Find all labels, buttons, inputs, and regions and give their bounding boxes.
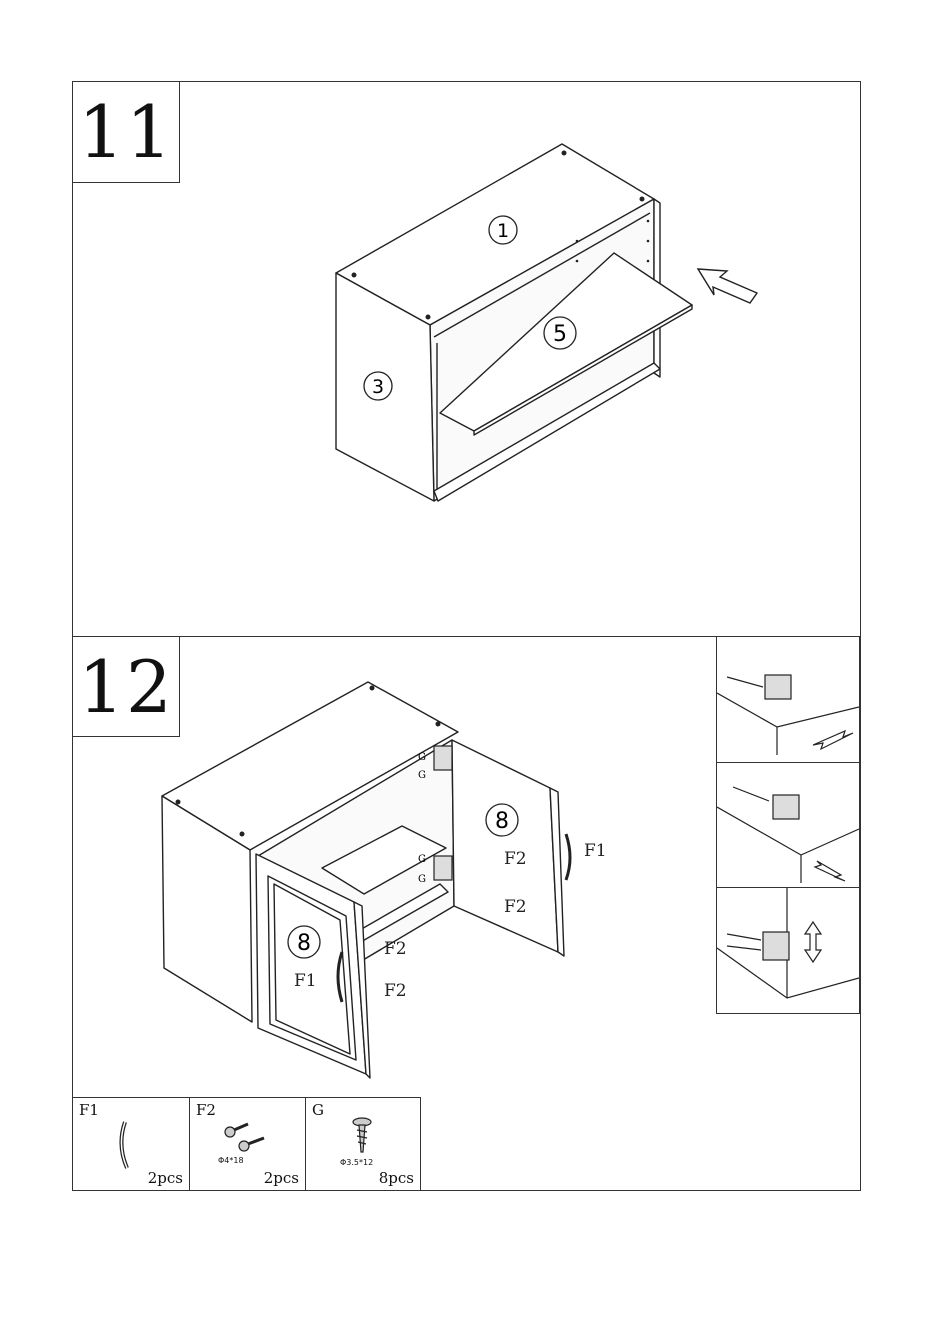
svg-text:5: 5	[553, 322, 567, 347]
svg-text:8: 8	[297, 931, 311, 956]
part-label-8-right: 8	[486, 804, 518, 836]
part-spec: Φ4*18	[218, 1156, 244, 1165]
adjust-arrow-icon	[813, 731, 853, 749]
label-g: G	[418, 752, 426, 763]
label-f2-right-bottom: F2	[504, 897, 527, 917]
part-label-8-left: 8	[288, 926, 320, 958]
hinge-detail-side	[716, 762, 860, 888]
part-qty: 2pcs	[264, 1169, 299, 1187]
handle-icon	[113, 1118, 143, 1172]
screw-icon	[222, 1118, 272, 1154]
hinge-detail-depth	[716, 636, 860, 763]
hinge-screw-icon	[350, 1116, 374, 1156]
hinge-icon	[434, 746, 452, 770]
part-cell-f2: F2 Φ4*18 2pcs	[189, 1097, 306, 1191]
label-g: G	[418, 770, 426, 781]
label-f1-left: F1	[294, 971, 317, 991]
label-f2-left-bottom: F2	[384, 981, 407, 1001]
part-spec: Φ3.5*12	[340, 1158, 373, 1167]
svg-text:3: 3	[372, 376, 384, 398]
hinge-detail-height	[716, 887, 860, 1014]
part-label-5: 5	[544, 317, 576, 349]
part-cell-f1: F1 2pcs	[72, 1097, 190, 1191]
adjust-arrow-icon	[815, 861, 845, 881]
svg-text:8: 8	[495, 809, 509, 834]
adjust-arrow-icon	[805, 922, 821, 962]
hinge-icon	[434, 856, 452, 880]
part-code: F1	[79, 1101, 99, 1119]
label-f2-left-top: F2	[384, 939, 407, 959]
part-label-3: 3	[364, 372, 392, 400]
label-g: G	[418, 854, 426, 865]
right-handle-icon	[566, 834, 570, 880]
part-code: F2	[196, 1101, 216, 1119]
part-code: G	[312, 1101, 324, 1119]
svg-text:1: 1	[497, 220, 509, 242]
label-f1-right: F1	[584, 841, 607, 861]
part-label-1: 1	[489, 216, 517, 244]
part-qty: 8pcs	[379, 1169, 414, 1187]
label-g: G	[418, 874, 426, 885]
step-11-diagram: 1 5 3	[72, 81, 861, 637]
part-qty: 2pcs	[148, 1169, 183, 1187]
label-f2-right-top: F2	[504, 849, 527, 869]
part-cell-g: G Φ3.5*12 8pcs	[305, 1097, 421, 1191]
right-door	[452, 740, 558, 952]
insert-arrow-icon	[698, 269, 757, 303]
